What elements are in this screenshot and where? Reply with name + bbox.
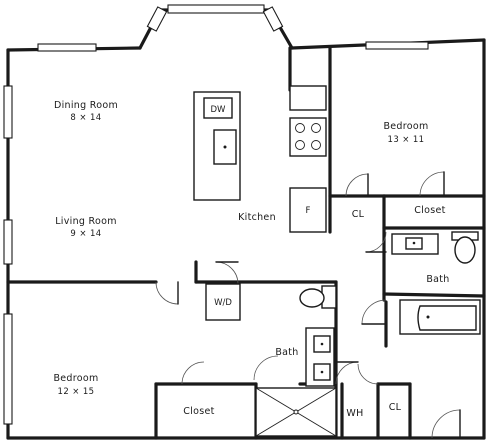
room-labels: Dining Room 8 × 14 Living Room 9 × 14 Be… [53,100,449,419]
kitchen-fixtures [193,85,327,233]
lower-bath-label: Bath [275,347,298,358]
second-bedroom-label: Bedroom [53,373,98,384]
living-room-dims: 9 × 14 [70,229,101,239]
toilet-upper [454,236,476,264]
main-bedroom-dims: 13 × 11 [388,135,425,145]
living-room-label: Living Room [55,216,117,227]
second-bedroom-dims: 12 × 15 [58,387,95,397]
bathtub [399,299,481,335]
dishwasher-label: DW [211,105,227,115]
upper-bath-label: Bath [426,274,449,285]
upper-cabinet [289,85,327,111]
lower-fixtures [205,283,337,437]
dishwasher [203,97,233,119]
washer-dryer [205,283,241,321]
stove [289,117,327,157]
fridge [289,187,327,233]
windows [3,4,429,425]
upper-closet-label: Closet [414,205,445,216]
toilet-lower [299,288,325,308]
water-heater-label: WH [346,408,363,419]
doors [155,171,461,439]
lower-cl-label: CL [389,402,402,413]
fixture-labels: DW F W/D [211,105,311,308]
washer-dryer-label: W/D [214,298,232,308]
kitchen-closet-label: CL [352,209,365,220]
main-bedroom-label: Bedroom [383,121,428,132]
lower-closet-label: Closet [183,406,214,417]
dining-room-dims: 8 × 14 [70,113,101,123]
fridge-label: F [306,206,311,216]
kitchen-label: Kitchen [238,212,276,223]
dining-room-label: Dining Room [54,100,118,111]
upper-bath-fixtures [391,231,481,335]
